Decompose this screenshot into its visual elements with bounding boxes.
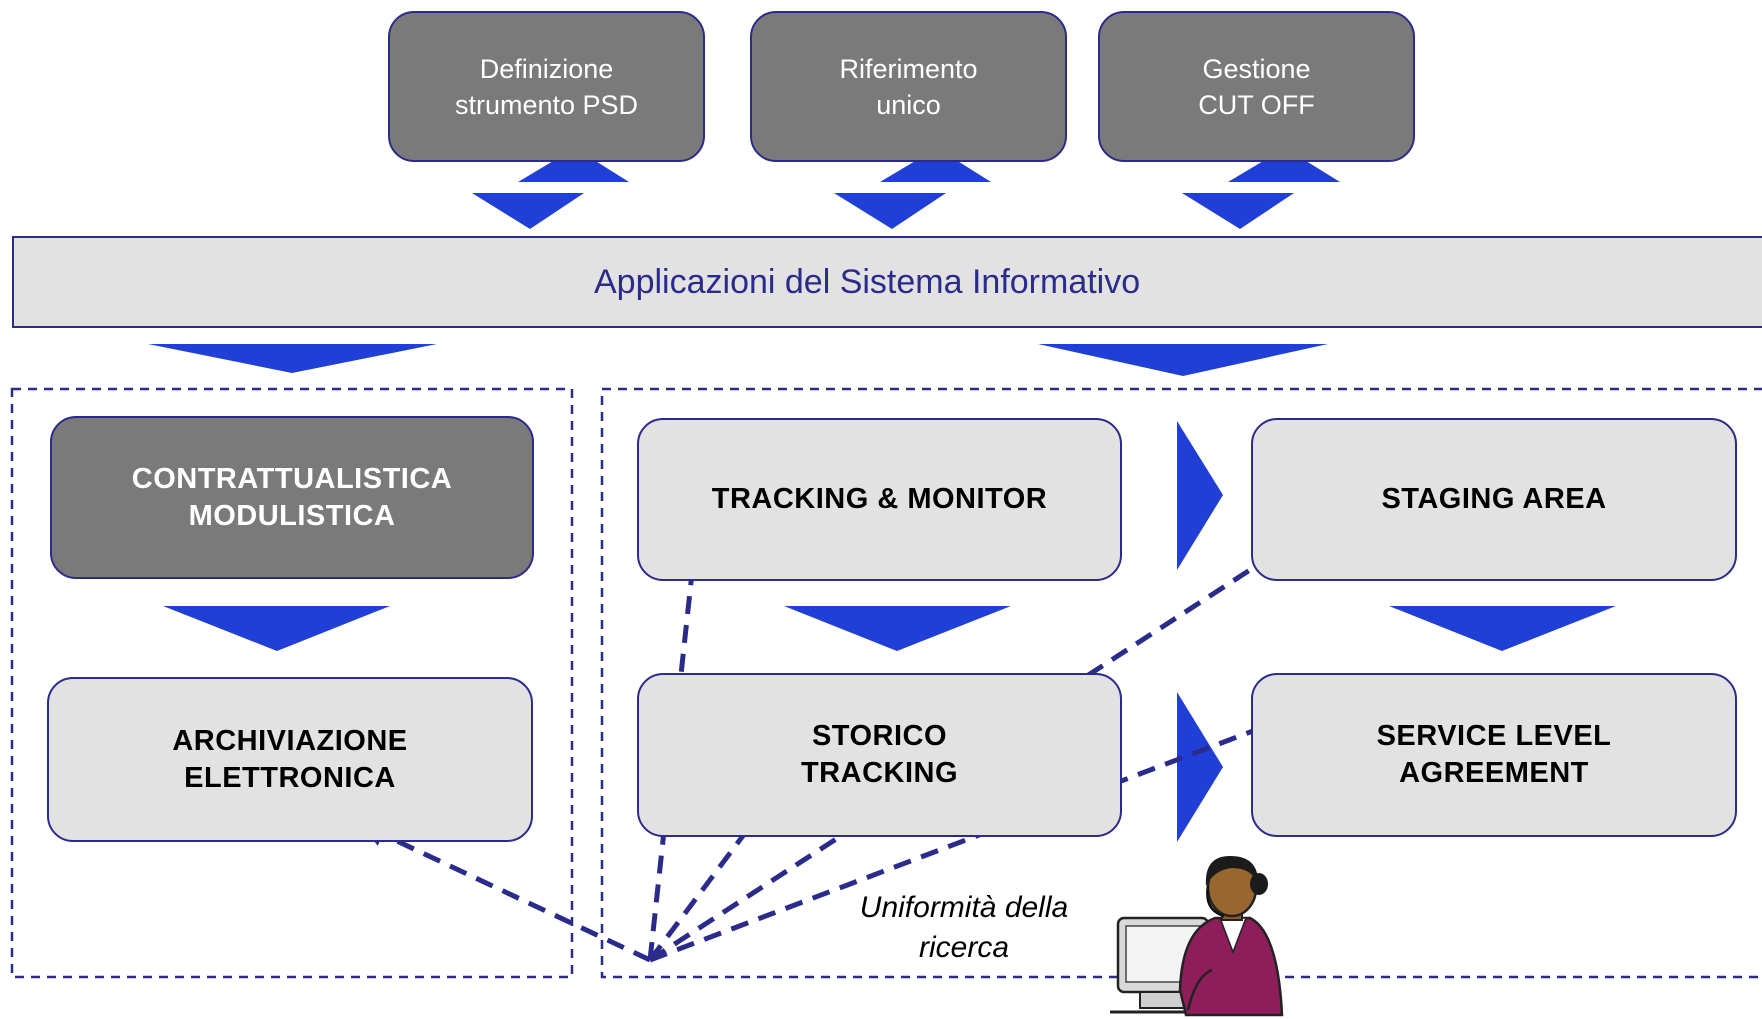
user-at-computer-icon <box>1110 856 1284 1017</box>
system-applications-bar: Applicazioni del Sistema Informativo <box>12 236 1762 328</box>
connector-to-archiviazione <box>360 823 652 963</box>
box-label-line1: ARCHIVIAZIONE <box>172 724 408 757</box>
box-storico-tracking: STORICO TRACKING <box>637 673 1122 837</box>
box-tracking-monitor: TRACKING & MONITOR <box>637 418 1122 581</box>
down-arrow-right-group <box>1038 344 1328 376</box>
box-label-line2: strumento PSD <box>454 89 639 120</box>
box-label: TRACKING & MONITOR <box>711 483 1048 515</box>
box-archiviazione-elettronica: ARCHIVIAZIONE ELETTRONICA <box>47 677 533 842</box>
box-label: STAGING AREA <box>1381 483 1607 515</box>
box-label-line2: unico <box>876 89 941 120</box>
connector-to-staging <box>648 524 1321 963</box>
right-arrow-storico-sla <box>1177 692 1223 842</box>
caption-line1: Uniformità della <box>859 891 1069 924</box>
caption-line2: ricerca <box>918 931 1009 964</box>
box-definizione-strumento-psd: Definizione strumento PSD <box>388 11 705 162</box>
sync-arrows-psd <box>472 148 629 229</box>
box-riferimento-unico: Riferimento unico <box>750 11 1067 162</box>
down-arrow-contratt-archiv <box>163 606 390 651</box>
left-group-frame <box>10 387 574 979</box>
sync-arrows-riferimento <box>834 148 991 229</box>
down-arrow-staging-sla <box>1389 606 1616 651</box>
box-gestione-cut-off: Gestione CUT OFF <box>1098 11 1415 162</box>
connector-to-storico <box>647 792 775 962</box>
box-label-line1: SERVICE LEVEL <box>1376 720 1612 752</box>
system-bar-label: Applicazioni del Sistema Informativo <box>594 262 1141 301</box>
box-label-line1: CONTRATTUALISTICA <box>131 462 453 495</box>
box-label-line2: TRACKING <box>800 757 959 789</box>
right-arrow-tracking-staging <box>1177 421 1223 570</box>
search-uniformity-caption: Uniformità della ricerca <box>842 888 1086 968</box>
box-contrattualistica-modulistica: CONTRATTUALISTICA MODULISTICA <box>50 416 534 579</box>
box-label-line1: STORICO <box>811 720 948 752</box>
box-label-line1: Riferimento <box>839 53 978 84</box>
box-label-line2: ELETTRONICA <box>184 761 396 794</box>
box-label-line2: AGREEMENT <box>1399 757 1589 789</box>
box-service-level-agreement: SERVICE LEVEL AGREEMENT <box>1251 673 1737 837</box>
box-label-line2: MODULISTICA <box>188 499 396 532</box>
sync-arrows-cutoff <box>1182 148 1340 229</box>
box-label-line2: CUT OFF <box>1198 89 1315 120</box>
box-staging-area: STAGING AREA <box>1251 418 1737 581</box>
down-arrow-tracking-storico <box>784 606 1011 651</box>
box-label-line1: Definizione <box>479 53 614 84</box>
down-arrow-left-group <box>148 344 437 373</box>
box-label-line1: Gestione <box>1202 53 1311 84</box>
